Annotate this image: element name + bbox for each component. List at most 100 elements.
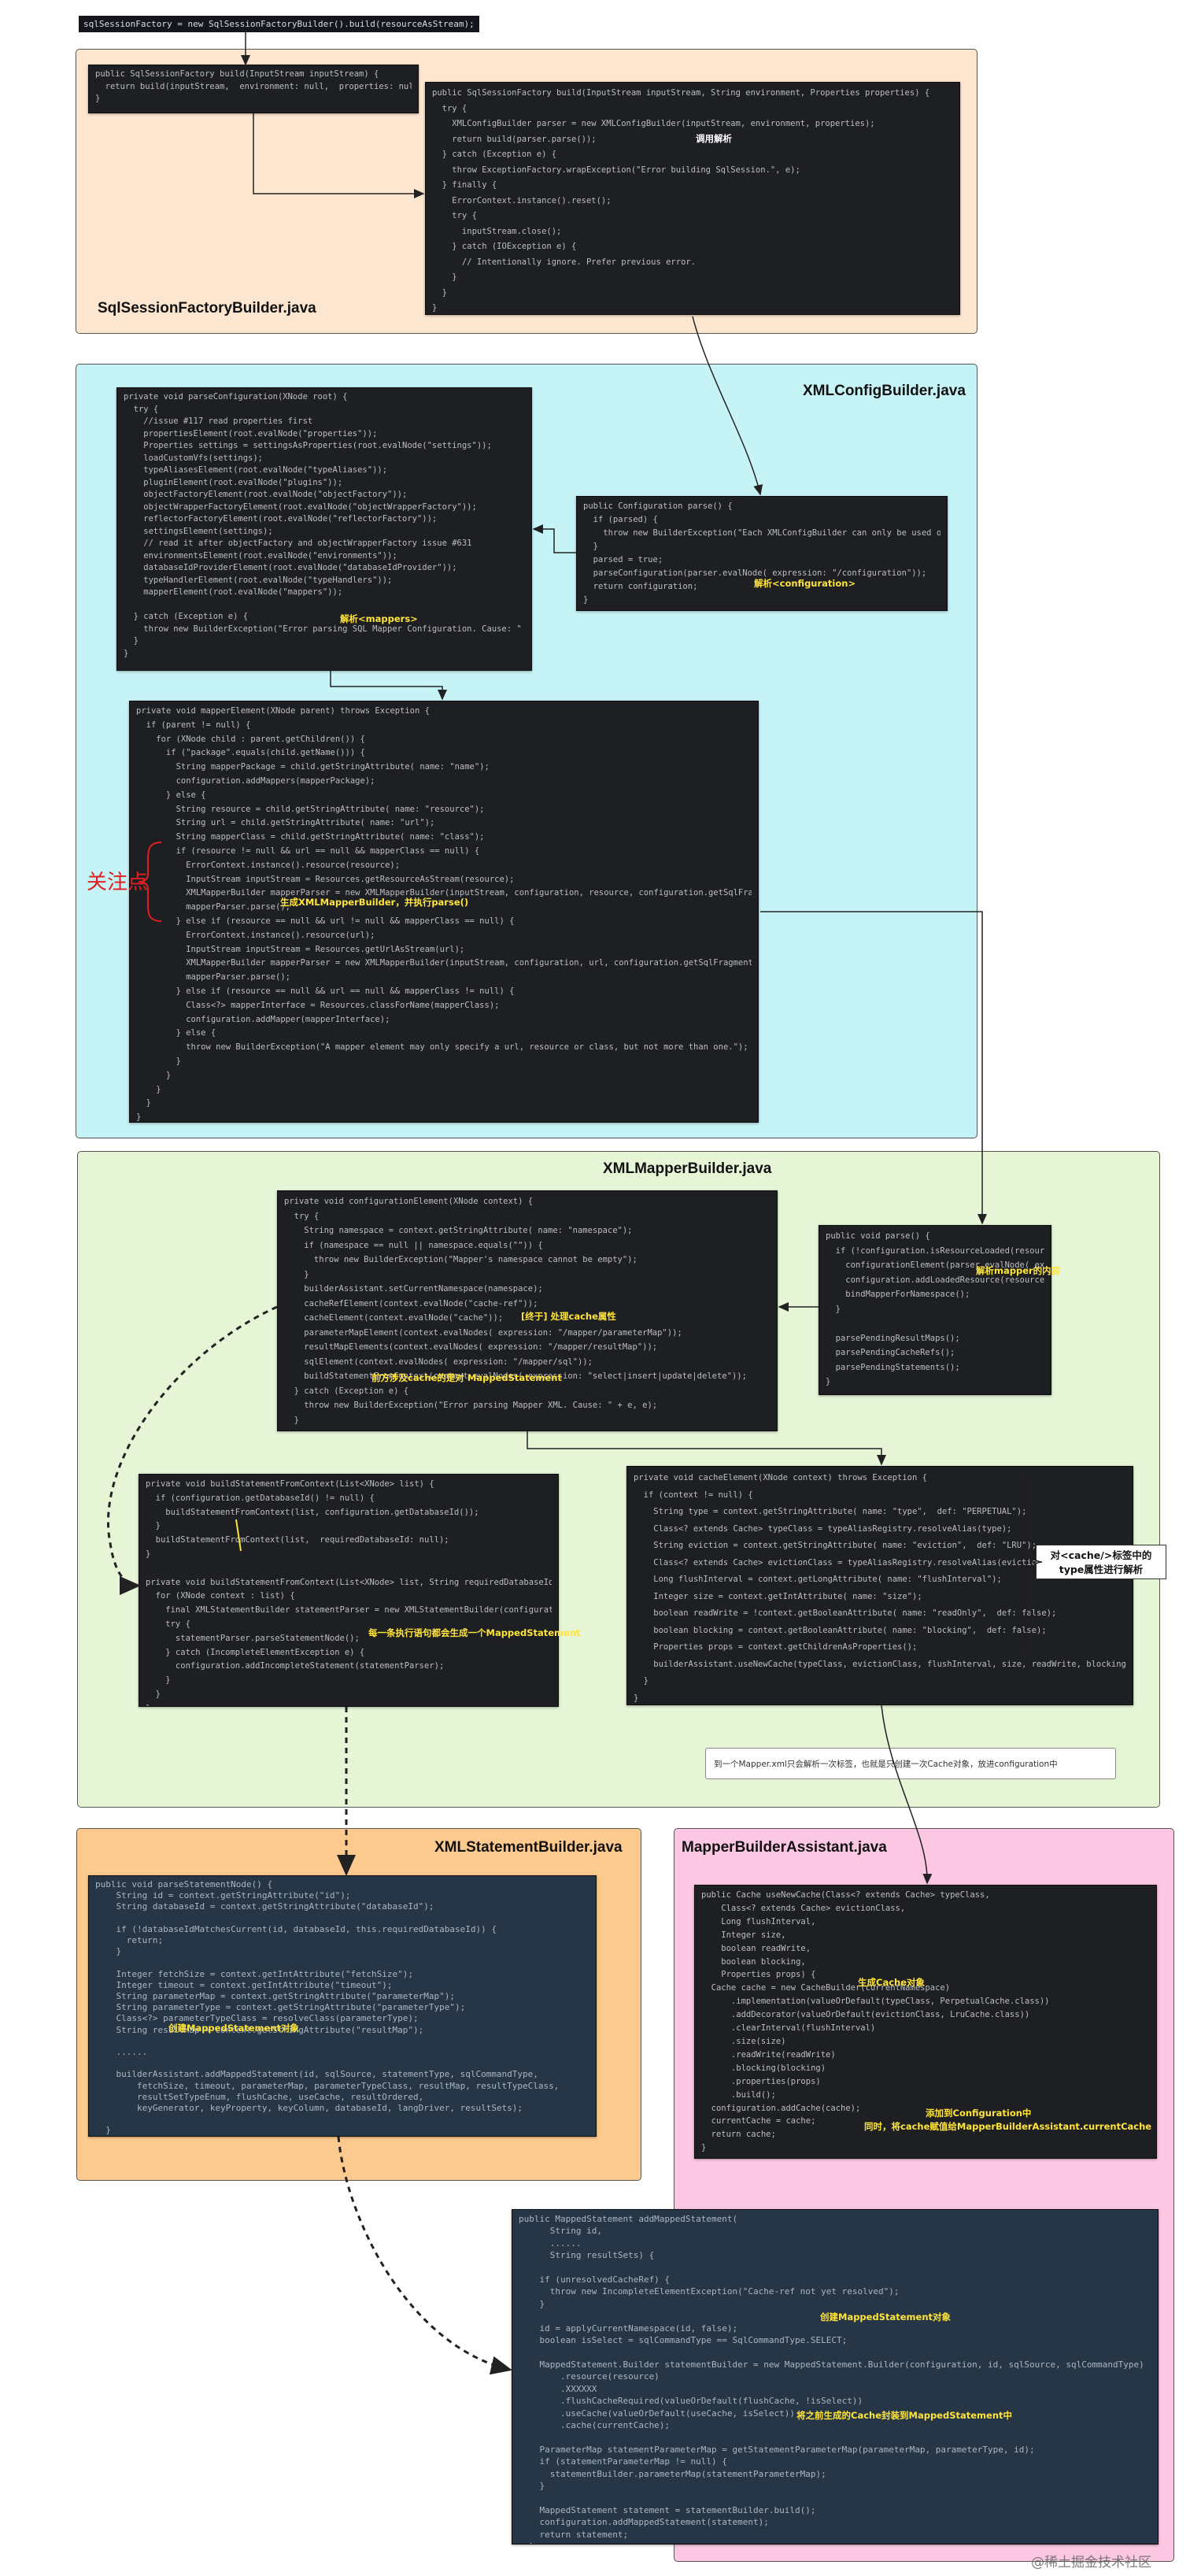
code-line: } — [136, 1112, 142, 1123]
annotation-assign-cache: 同时，将cache赋值给MapperBuilderAssistant.curre… — [864, 2121, 1152, 2132]
code-line: final XMLStatementBuilder statementParse… — [165, 1605, 552, 1616]
code-line: String eviction = context.getStringAttri… — [634, 1541, 1037, 1550]
code-line: String databaseId = context.getStringAtt… — [95, 1901, 434, 1912]
code-line: try { — [146, 1619, 190, 1629]
code-line: XMLMapperBuilder mapperParser = new XMLM… — [136, 888, 752, 898]
code-line: String url = child.getStringAttribute( n… — [136, 818, 435, 828]
code-line: Integer size, — [701, 1930, 786, 1940]
code-line: reflectorFactoryElement(root.evalNode("r… — [124, 514, 438, 524]
code-line: if (unresolvedCacheRef) { — [519, 2274, 671, 2285]
code-block-parse-configuration: private void parseConfiguration(XNode ro… — [116, 387, 532, 671]
code-line: .blocking(blocking) — [701, 2063, 826, 2073]
code-line: pluginElement(root.evalNode("plugins")); — [124, 477, 343, 487]
code-line: cacheElement(context.evalNode("cache")); — [284, 1313, 504, 1323]
code-line: ErrorContext.instance().resource(resourc… — [136, 860, 401, 870]
code-block-build-full: public SqlSessionFactory build(InputStre… — [425, 82, 960, 315]
link-configelement-to-cacheelement — [527, 1431, 886, 1466]
code-line: } else if (resource == null && url == nu… — [136, 986, 515, 996]
code-line: ...... — [519, 2237, 582, 2248]
code-line: settingsElement(settings); — [124, 526, 273, 536]
code-line: Class<? extends Cache> typeClass = typeA… — [634, 1523, 1012, 1534]
link-build-to-full — [253, 113, 425, 198]
code-line: buildStatementFromContext(list, configur… — [146, 1507, 479, 1517]
annotation-parse-hint: 调用解析 — [696, 133, 732, 144]
code-line: buildStatementFromContext(context.evalNo… — [284, 1371, 747, 1381]
code-line: public Configuration parse() { — [583, 502, 733, 511]
code-line: throw new BuilderException("Each XMLConf… — [583, 528, 941, 538]
cache-attr-callout: 对<cache/>标签中的type属性进行解析 — [1036, 1545, 1166, 1579]
code-block-configuration-element: private void configurationElement(XNode … — [277, 1190, 778, 1431]
code-line: Properties settings = settingsAsProperti… — [124, 441, 492, 450]
code-line: } — [634, 1676, 649, 1686]
code-line: for (XNode context : list) { — [146, 1591, 295, 1601]
code-line: String id, — [519, 2226, 602, 2237]
link-parsestatement-to-addmapped — [337, 2136, 512, 2375]
code-line: XMLMapperBuilder mapperParser = new XMLM… — [136, 958, 752, 968]
code-block-parse-config: public Configuration parse() { if (parse… — [576, 496, 948, 611]
code-line: statementParser.parseStatementNode(); — [146, 1633, 360, 1643]
code-line: if (statementParameterMap != null) { — [519, 2456, 727, 2467]
code-line: configuration.addMapper(mapperInterface)… — [136, 1014, 390, 1024]
region-title-sqlsessionfactorybuilder: SqlSessionFactoryBuilder.java — [98, 300, 316, 316]
code-line: } — [826, 1304, 841, 1314]
annotation-mappers: 解析<mappers> — [340, 613, 418, 624]
code-line: //issue #117 read properties first — [124, 416, 313, 426]
code-line: } catch (Exception e) { — [432, 150, 557, 159]
annotation-add-cache: 添加到Configuration中 — [926, 2108, 1032, 2119]
code-line: } — [432, 287, 447, 298]
code-line: Long flushInterval = context.getLongAttr… — [634, 1575, 1002, 1584]
code-line: // read it after objectFactory and objec… — [124, 539, 472, 548]
code-line: } — [583, 595, 589, 605]
code-line: resultMapElements(context.evalNodes( exp… — [284, 1342, 658, 1352]
code-block-build-statement: private void buildStatementFromContext(L… — [139, 1474, 559, 1707]
annotation-mapper-parse: 生成XMLMapperBuilder，并执行parse() — [280, 897, 469, 908]
code-line: configuration.addMappedStatement(stateme… — [519, 2517, 769, 2528]
code-block-build-inputstream: public SqlSessionFactory build(InputStre… — [88, 65, 419, 113]
code-line: configuration.addLoadedResource(resource… — [826, 1275, 1044, 1285]
code-line: .size(size) — [701, 2036, 786, 2046]
code-line: mapperParser.parse(); — [136, 972, 290, 983]
code-line: public void parseStatementNode() { — [95, 1879, 273, 1889]
link-cacheelement-to-usenewcache — [881, 1704, 933, 1885]
region-title-mapperbuilderassistant: MapperBuilderAssistant.java — [682, 1839, 887, 1856]
code-line: public SqlSessionFactory build(InputStre… — [432, 88, 930, 98]
code-line: public MappedStatement addMappedStatemen… — [519, 2214, 738, 2224]
code-line: throw new BuilderException("A mapper ele… — [136, 1042, 748, 1053]
annotation-create-ms: 创建MappedStatement对象 — [168, 2023, 300, 2034]
code-line: Integer timeout = context.getIntAttribut… — [95, 1979, 393, 1990]
code-line: String mapperPackage = child.getStringAt… — [136, 762, 490, 772]
code-line: throw new IncompleteElementException("Ca… — [519, 2286, 900, 2297]
code-line: parameterMapElement(context.evalNodes( e… — [284, 1327, 682, 1338]
code-line: public Cache useNewCache(Class<? extends… — [701, 1890, 990, 1900]
code-line: Class<? extends Cache> evictionClass, — [701, 1903, 906, 1913]
code-line: .properties(props) — [701, 2076, 821, 2086]
annotation-focus-label: 关注点 — [87, 871, 149, 894]
code-line: objectFactoryElement(root.evalNode("obje… — [124, 490, 408, 499]
code-line: } else if (resource == null && url != nu… — [136, 916, 515, 926]
code-line: if (!configuration.isResourceLoaded(reso… — [835, 1245, 1044, 1256]
code-line: String id = context.getStringAttribute("… — [95, 1890, 351, 1901]
annotation-builder: 创建MappedStatement对象 — [820, 2311, 952, 2322]
code-line: .addDecorator(valueOrDefault(evictionCla… — [701, 2010, 1030, 2020]
code-line: InputStream inputStream = Resources.getR… — [136, 874, 515, 884]
code-line: if (parent != null) { — [136, 720, 251, 730]
code-line: } — [284, 1415, 299, 1425]
code-line: } — [146, 1521, 161, 1531]
code-line: } — [432, 272, 457, 282]
code-line: Integer size = context.getIntAttribute( … — [634, 1591, 922, 1601]
code-line: propertiesElement(root.evalNode("propert… — [124, 428, 378, 439]
code-line: .flushCacheRequired(valueOrDefault(flush… — [519, 2396, 863, 2407]
code-line: public void parse() { — [826, 1231, 930, 1241]
link-parse-to-parseconfig — [532, 524, 576, 553]
code-line: Properties props = context.getChildrenAs… — [634, 1642, 918, 1652]
code-line: String type = context.getStringAttribute… — [634, 1507, 1027, 1516]
code-line: // Intentionally ignore. Prefer previous… — [432, 257, 697, 267]
code-line: .build(); — [701, 2089, 776, 2100]
code-line: } catch (Exception e) { — [124, 612, 249, 621]
annotation-parse-configuration: 解析<configuration> — [754, 578, 856, 589]
code-line: objectWrapperFactoryElement(root.evalNod… — [124, 502, 477, 512]
code-line: loadCustomVfs(settings); — [124, 453, 264, 463]
code-line: configurationElement(parser.evalNode( ex… — [845, 1260, 1044, 1270]
code-line: buildStatementFromContext(list, required… — [146, 1535, 449, 1545]
code-line: boolean blocking, — [701, 1956, 806, 1967]
